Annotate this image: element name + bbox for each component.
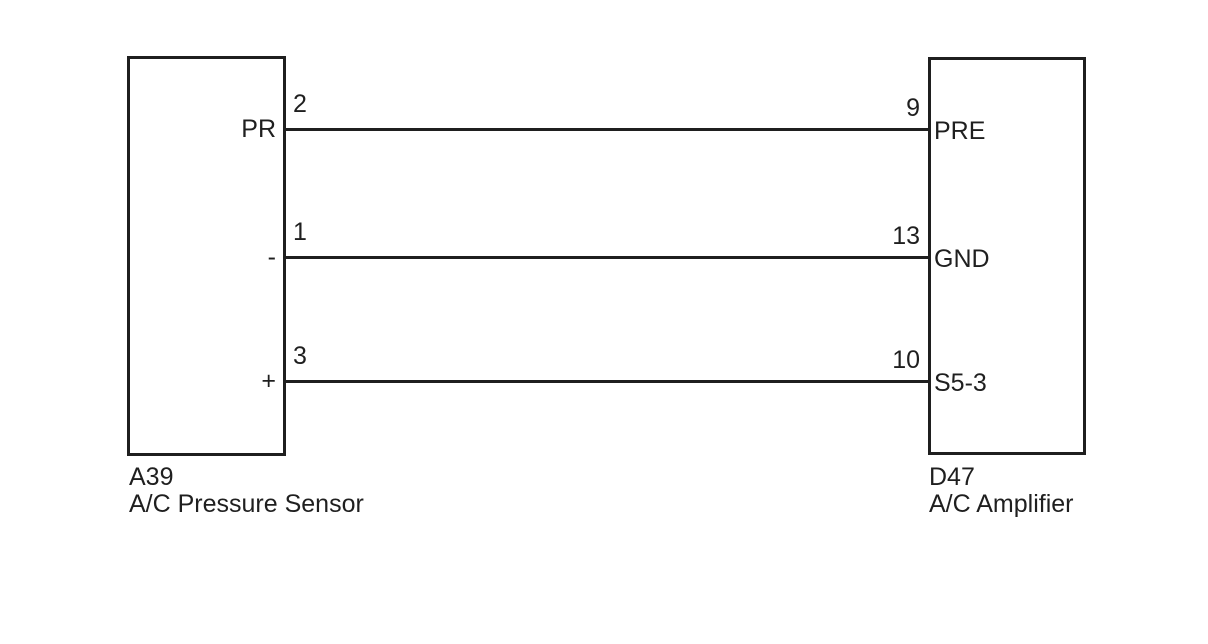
pin-number-1: 1 bbox=[293, 218, 307, 246]
connector-caption-a39: A39 A/C Pressure Sensor bbox=[129, 464, 364, 518]
pin-number-9: 9 bbox=[906, 94, 920, 122]
pin-number-10: 10 bbox=[892, 346, 920, 374]
connector-box-d47 bbox=[928, 57, 1086, 455]
wire-pin3-to-pin10 bbox=[284, 380, 928, 383]
pin-label-s5-3: S5-3 bbox=[934, 369, 987, 397]
pin-label-pre: PRE bbox=[934, 117, 986, 145]
pin-label-minus: - bbox=[267, 243, 276, 271]
pin-number-2: 2 bbox=[293, 90, 307, 118]
connector-name-ac-pressure-sensor: A/C Pressure Sensor bbox=[129, 490, 364, 518]
connector-name-ac-amplifier: A/C Amplifier bbox=[929, 490, 1074, 518]
connector-caption-d47: D47 A/C Amplifier bbox=[929, 464, 1073, 518]
wire-pin2-to-pin9 bbox=[284, 128, 928, 131]
pin-number-3: 3 bbox=[293, 342, 307, 370]
wire-pin1-to-pin13 bbox=[284, 256, 928, 259]
pin-label-pr: PR bbox=[241, 115, 276, 143]
connector-code-a39: A39 bbox=[129, 463, 174, 491]
pin-number-13: 13 bbox=[892, 222, 920, 250]
pin-label-plus: + bbox=[261, 367, 276, 395]
connector-box-a39 bbox=[127, 56, 286, 456]
pin-label-gnd: GND bbox=[934, 245, 990, 273]
connector-code-d47: D47 bbox=[929, 463, 975, 491]
